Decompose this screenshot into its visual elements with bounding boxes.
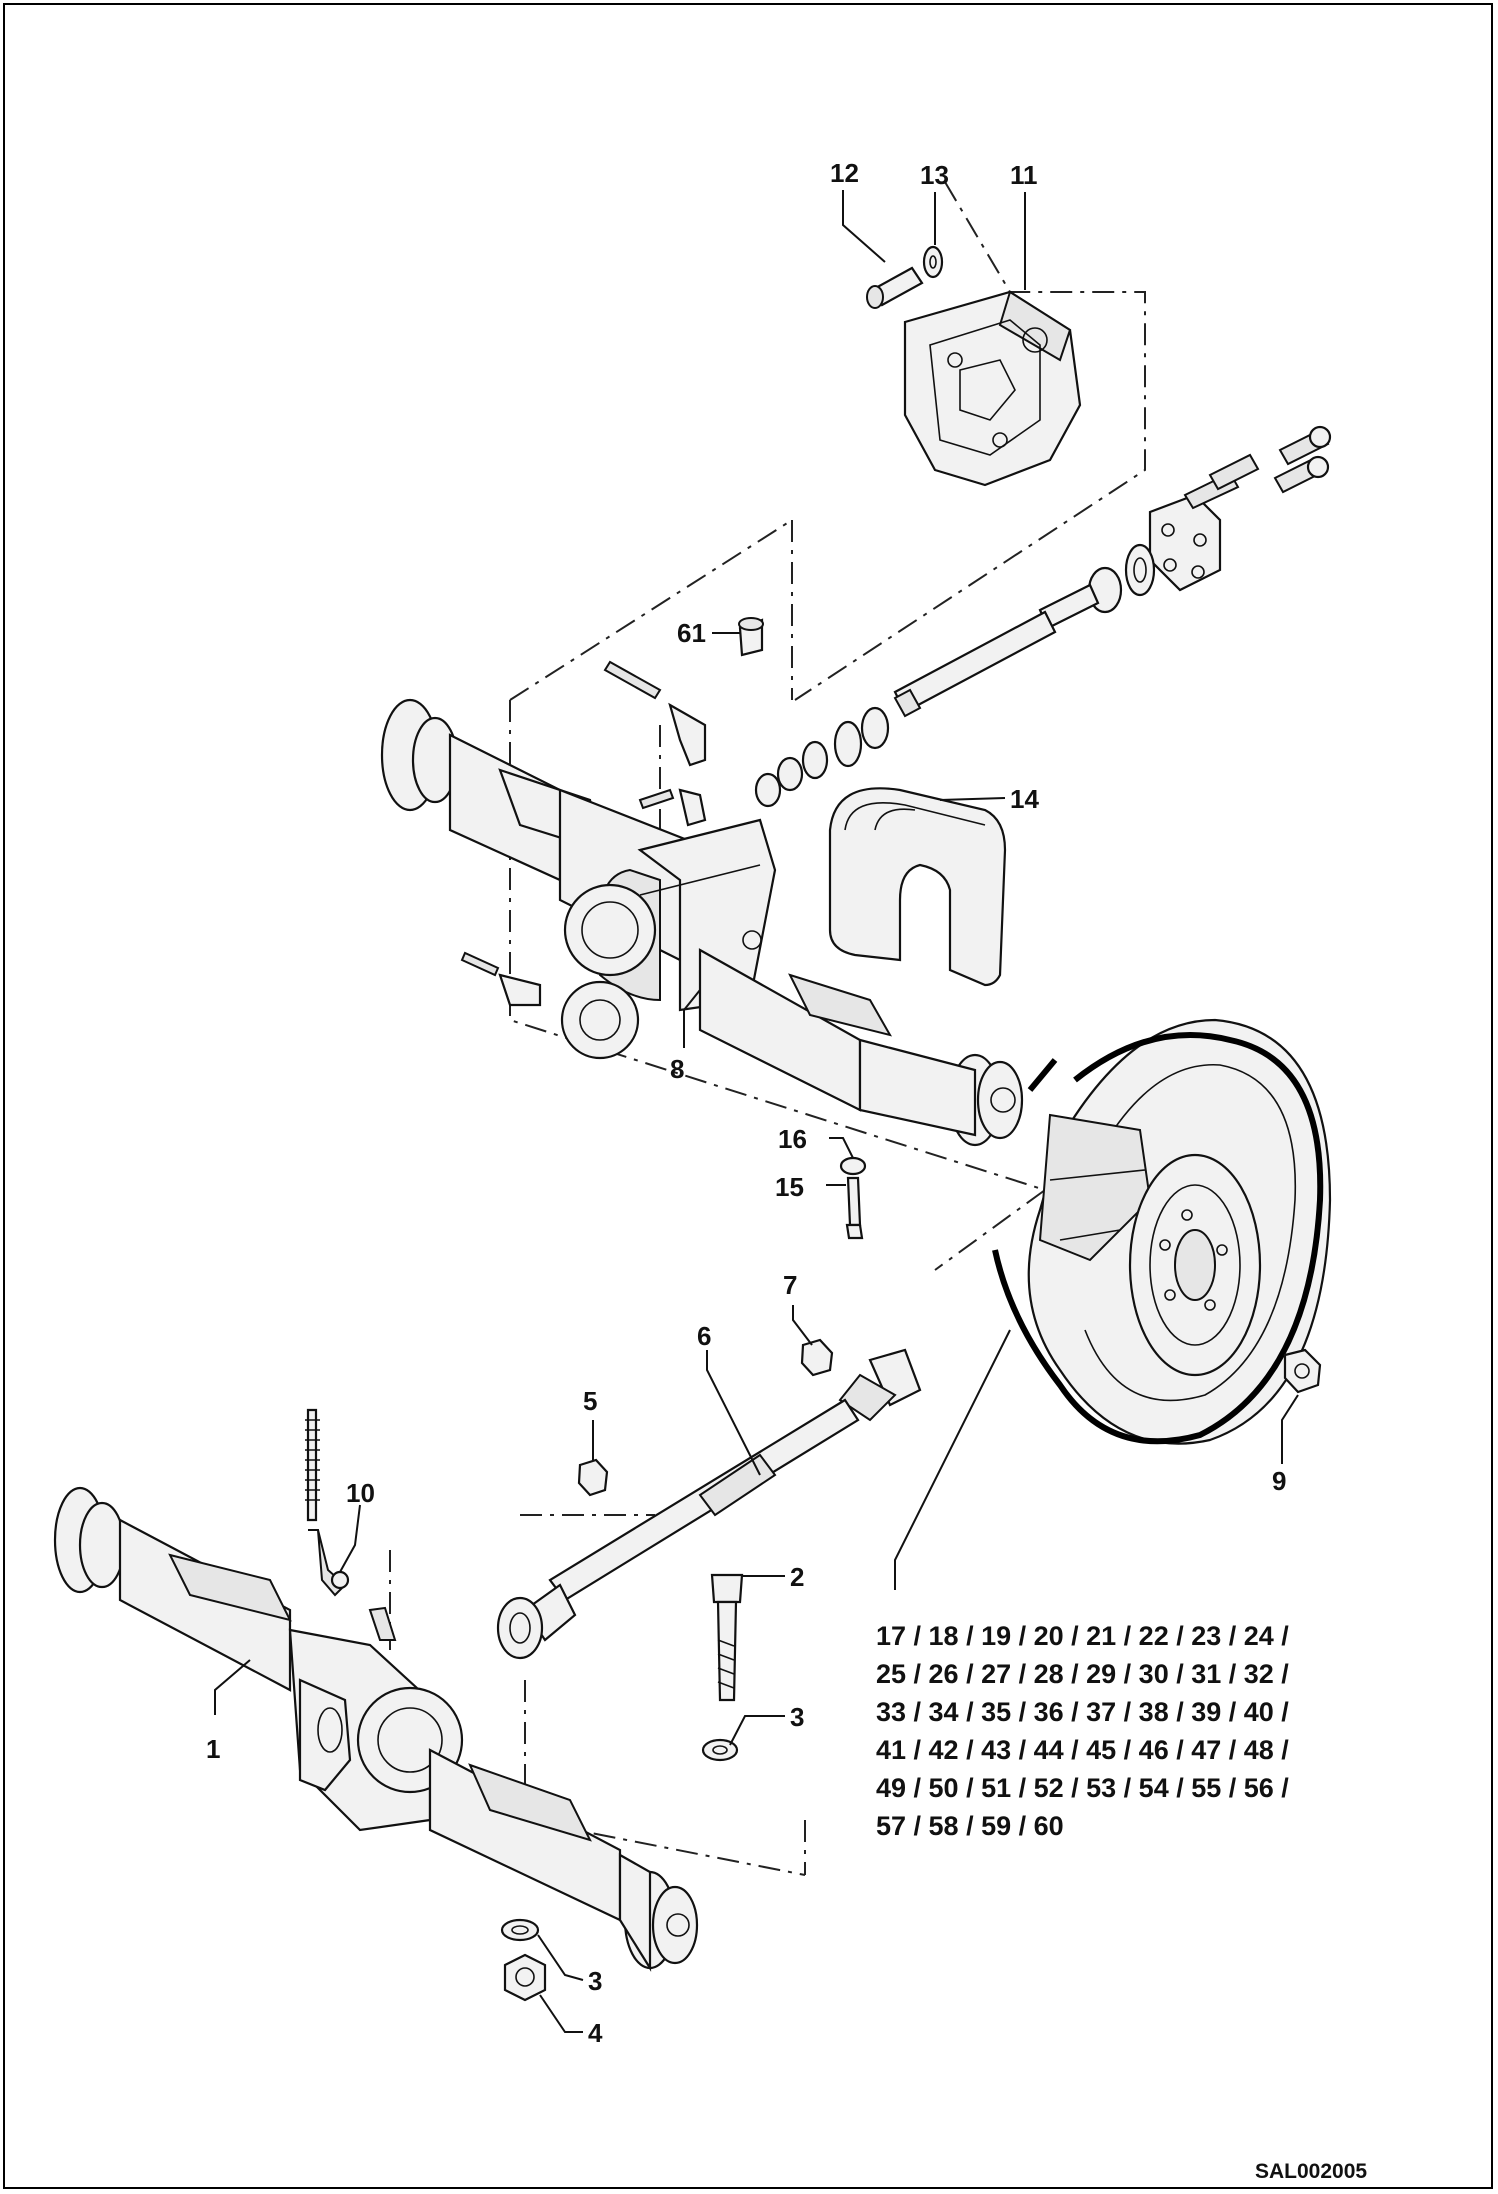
drawing-code: SAL002005 (1255, 2160, 1367, 2183)
legend-line-1: 17 / 18 / 19 / 20 / 21 / 22 / 23 / 24 / (876, 1621, 1289, 1651)
callout-3-upper: 3 (790, 1702, 804, 1732)
axle-mounting-bolt (710, 1573, 744, 1702)
callout-9: 9 (1272, 1466, 1286, 1496)
spherical-washer-upper (701, 1738, 739, 1762)
spherical-washer-lower (500, 1918, 540, 1942)
callout-2: 2 (790, 1562, 804, 1592)
flange-plate (1148, 425, 1332, 592)
axle-nut (503, 1953, 547, 2002)
legend-line-6: 57 / 58 / 59 / 60 (876, 1811, 1064, 1841)
callout-16: 16 (778, 1124, 807, 1154)
callout-4: 4 (588, 2018, 603, 2048)
callout-3-lower: 3 (588, 1966, 602, 1996)
callout-11: 11 (1010, 160, 1038, 190)
legend-line-2: 25 / 26 / 27 / 28 / 29 / 30 / 31 / 32 / (876, 1659, 1289, 1689)
axle-cradle (828, 787, 1007, 987)
yoke-nut (577, 1458, 609, 1497)
callout-5: 5 (583, 1386, 597, 1416)
drive-shaft-seals (754, 543, 1156, 808)
wheel-nut (1283, 1348, 1322, 1394)
callout-10: 10 (346, 1478, 375, 1508)
legend-line-5: 49 / 50 / 51 / 52 / 53 / 54 / 55 / 56 / (876, 1773, 1289, 1803)
callout-15: 15 (775, 1172, 804, 1202)
callout-61: 61 (677, 618, 706, 648)
legend-line-4: 41 / 42 / 43 / 44 / 45 / 46 / 47 / 48 / (876, 1735, 1289, 1765)
propeller-shaft (496, 1348, 922, 1660)
callout-12: 12 (830, 158, 859, 188)
drawing-border (3, 3, 1493, 2189)
rigid-drive-axle (53, 1486, 699, 1972)
brake-hose-fittings (460, 660, 707, 1007)
breather-hose (305, 1408, 350, 1597)
callout-8: 8 (670, 1054, 684, 1084)
shaft-nut (800, 1338, 834, 1377)
callout-13: 13 (920, 160, 949, 190)
mounting-bolt (866, 266, 924, 309)
hydraulic-motor-housing (903, 290, 1082, 487)
breather-fitting (738, 617, 764, 657)
washer (922, 245, 944, 279)
wheel-assembly (992, 1018, 1332, 1445)
steering-drive-axle (380, 698, 1024, 1147)
leader-lines (214, 190, 1299, 2033)
kingpin-bolt-assembly (839, 1156, 867, 1240)
callout-14: 14 (1010, 784, 1039, 814)
callout-1: 1 (206, 1734, 220, 1764)
callout-7: 7 (783, 1270, 797, 1300)
callout-labels: 12 13 11 61 14 8 16 15 7 6 5 10 2 3 1 3 … (206, 158, 1286, 2048)
callout-6: 6 (697, 1321, 711, 1351)
wheel-parts-legend: 17 / 18 / 19 / 20 / 21 / 22 / 23 / 24 / … (876, 1621, 1289, 1841)
legend-line-3: 33 / 34 / 35 / 36 / 37 / 38 / 39 / 40 / (876, 1697, 1289, 1727)
